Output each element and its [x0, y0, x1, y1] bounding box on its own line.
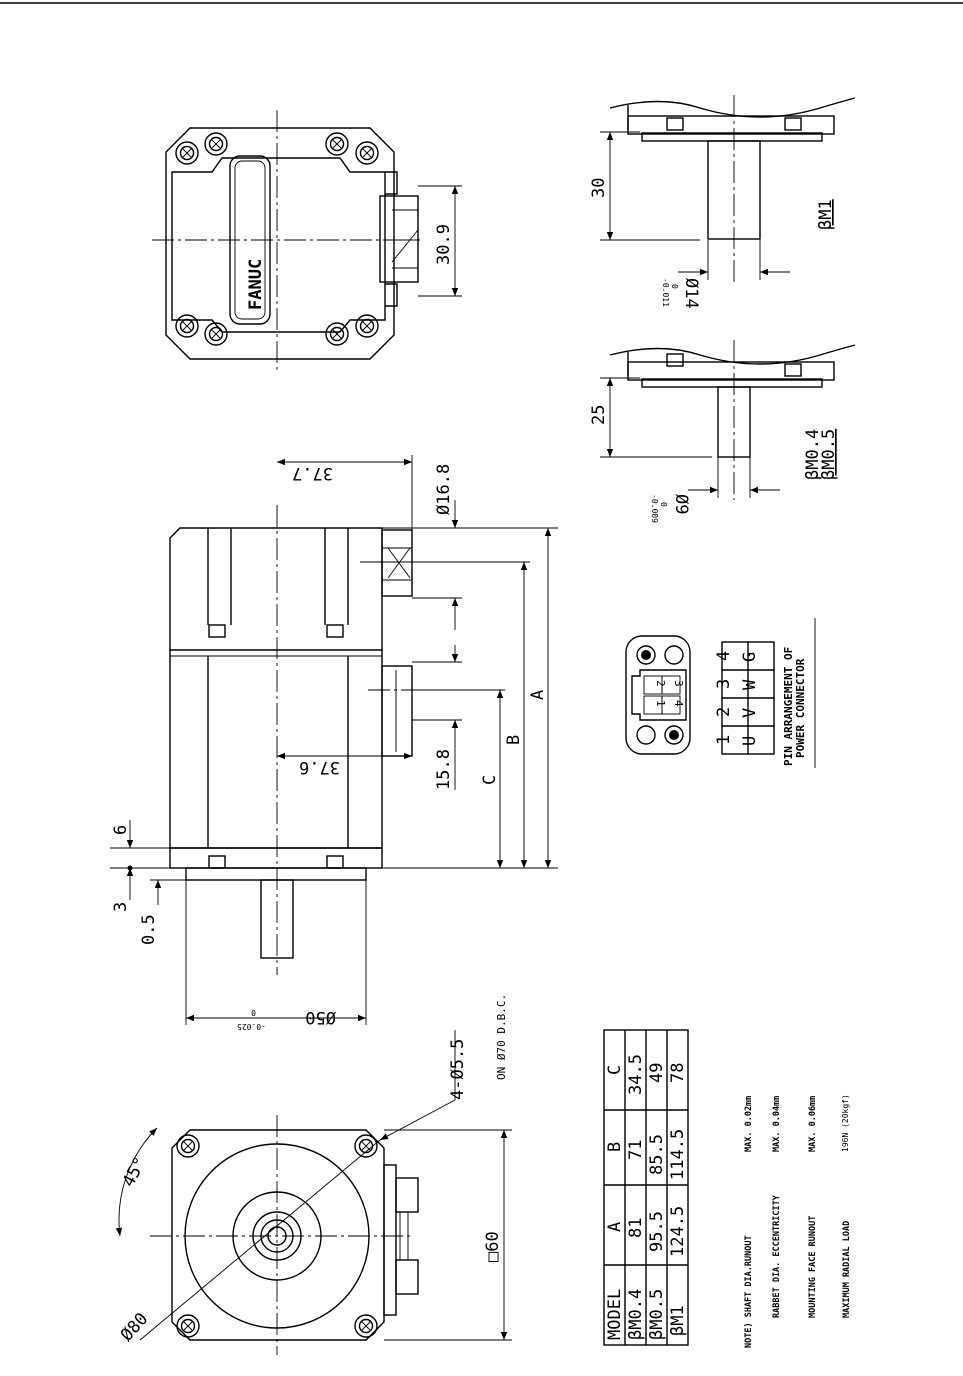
- pin-arrangement-table: 1 2 3 4 U V W G PIN ARRANGEMENT OF POWER…: [714, 618, 816, 768]
- table-cell: 114.5: [668, 1129, 688, 1180]
- dim-d80: Ø80: [117, 1309, 152, 1345]
- table-cell: 34.5: [626, 1054, 646, 1095]
- note-mounting-label: MOUNTING FACE RUNOUT: [808, 1216, 818, 1318]
- shaft-detail-m1: 30 Ø14 -0.011 0 βM1: [589, 95, 856, 309]
- pin-3: 3: [714, 679, 734, 689]
- dim-d50: Ø50: [305, 1007, 336, 1027]
- brand-logo: FANUC: [246, 259, 266, 310]
- table-header-model: MODEL: [605, 1289, 625, 1340]
- note-mounting-value: MAX. 0.06mm: [808, 1096, 818, 1152]
- table-cell: βM0.4: [626, 1289, 646, 1340]
- dim-4-holes: 4-Ø5.5: [448, 1039, 468, 1100]
- note-radial-load-value: 196N (20kgf): [841, 1094, 850, 1152]
- table-cell: βM0.5: [647, 1289, 667, 1340]
- notes-block: NOTE) SHAFT DIA.RUNOUT MAX. 0.02mm RABBE…: [744, 1094, 852, 1348]
- shaft-detail-m04-m05: 25 Ø9 -0.009 0 βM0.4 βM0.5: [589, 340, 856, 523]
- side-view: 37.7 37.6 Ø16.8 15.8 A B C 6: [110, 455, 558, 1031]
- dim-d14: Ø14: [681, 278, 701, 309]
- dim-3: 3: [111, 902, 131, 912]
- table-cell: 78: [668, 1063, 688, 1083]
- svg-text:-0.009: -0.009: [650, 494, 659, 523]
- dim-37-6: 37.6: [299, 757, 340, 777]
- svg-text:0: 0: [670, 284, 679, 289]
- note-shaft-runout-value: MAX. 0.02mm: [744, 1096, 754, 1152]
- dim-B: B: [504, 735, 524, 745]
- table-header-a: A: [605, 1222, 625, 1232]
- svg-text:-0.025: -0.025: [237, 1022, 266, 1031]
- pin-1: 1: [714, 735, 734, 745]
- pin-2: 2: [714, 707, 734, 717]
- note-radial-load-label: MAXIMUM RADIAL LOAD: [842, 1221, 852, 1318]
- front-view: 4-Ø5.5 ON Ø70 D.B.C. 45° Ø80 □60: [115, 994, 512, 1355]
- pin-4: 4: [714, 651, 734, 661]
- svg-text:3: 3: [672, 680, 685, 687]
- table-cell: 95.5: [647, 1211, 667, 1252]
- dim-d9: Ø9: [671, 494, 691, 514]
- dim-30: 30: [589, 178, 609, 198]
- signal-v: V: [740, 708, 760, 718]
- svg-text:1: 1: [654, 700, 667, 707]
- svg-text:4: 4: [672, 700, 685, 707]
- label-bm05: βM0.5: [819, 429, 839, 480]
- power-connector-face: 2 1 3 4: [625, 635, 691, 755]
- svg-text:0: 0: [251, 1008, 256, 1017]
- svg-text:0: 0: [659, 502, 668, 507]
- signal-u: U: [740, 736, 760, 746]
- dim-30-9: 30.9: [434, 224, 454, 265]
- dim-sq60: □60: [483, 1231, 503, 1262]
- table-cell: 49: [647, 1063, 667, 1083]
- dim-pcd: ON Ø70 D.B.C.: [495, 994, 508, 1080]
- dim-A: A: [528, 690, 548, 700]
- connector-title-2: POWER CONNECTOR: [794, 658, 807, 758]
- note-rabbet-label: RABBET DIA. ECCENTRICITY: [772, 1194, 782, 1318]
- model-dimension-table: MODEL A B C βM0.4 81 71 34.5 βM0.5 95.5 …: [603, 1029, 689, 1346]
- svg-text:2: 2: [654, 680, 667, 687]
- table-cell: 85.5: [647, 1134, 667, 1175]
- dim-15-8: 15.8: [434, 749, 454, 790]
- signal-w: W: [740, 679, 760, 690]
- table-cell: βM1: [668, 1305, 688, 1336]
- signal-g: G: [740, 652, 760, 662]
- label-bm04: βM0.4: [803, 429, 823, 480]
- table-cell: 71: [626, 1140, 646, 1160]
- dim-37-7: 37.7: [292, 463, 333, 483]
- table-header-c: C: [605, 1065, 625, 1075]
- table-header-b: B: [605, 1142, 625, 1152]
- dim-25: 25: [589, 405, 609, 425]
- connector-title-1: PIN ARRANGEMENT OF: [782, 647, 795, 766]
- dim-d16-8: Ø16.8: [434, 464, 454, 515]
- rear-view: FANUC 30.9: [152, 110, 462, 372]
- table-cell: 124.5: [668, 1206, 688, 1257]
- note-shaft-runout-label: NOTE) SHAFT DIA.RUNOUT: [744, 1235, 754, 1348]
- svg-text:-0.011: -0.011: [661, 278, 670, 307]
- label-bm1: βM1: [816, 199, 836, 230]
- dim-0-5: 0.5: [139, 914, 159, 945]
- dim-C: C: [480, 775, 500, 785]
- dim-6: 6: [111, 825, 131, 835]
- note-rabbet-value: MAX. 0.04mm: [772, 1096, 782, 1152]
- table-cell: 81: [626, 1218, 646, 1238]
